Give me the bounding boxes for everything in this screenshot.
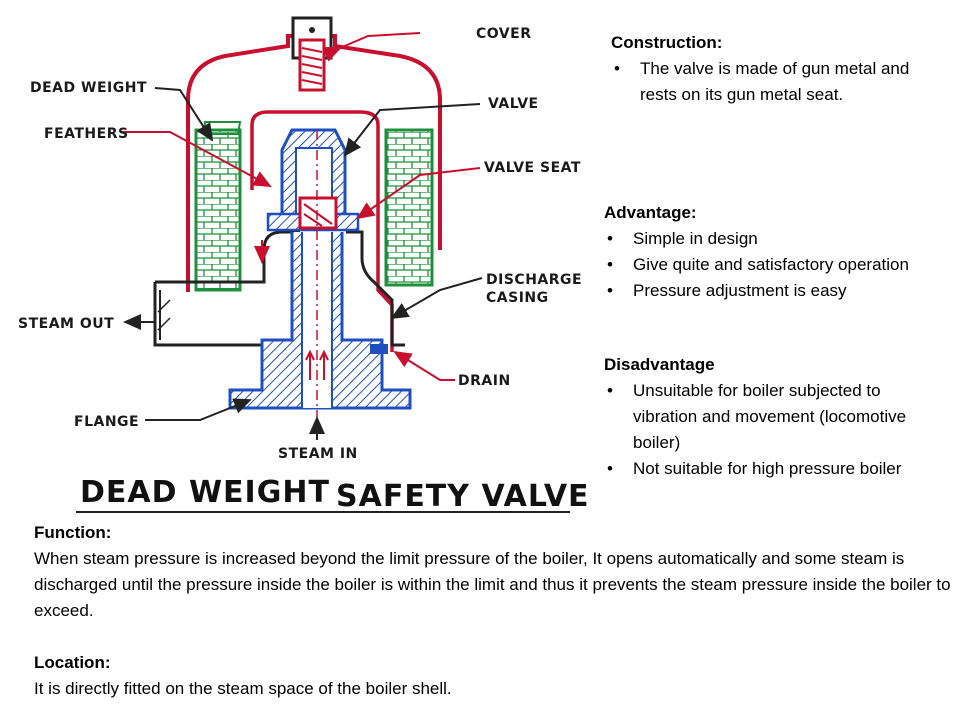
label-discharge: DISCHARGE: [486, 272, 582, 288]
label-steam-out: STEAM OUT: [18, 316, 114, 332]
function-text: When steam pressure is increased beyond …: [34, 549, 951, 620]
label-valve: VALVE: [488, 96, 539, 112]
disadvantage-bullet: Not suitable for high pressure boiler: [604, 456, 934, 482]
spindle-screw: [291, 16, 333, 92]
diagram-title-part2: SAFETY VALVE: [336, 479, 590, 514]
label-valve-seat: VALVE SEAT: [484, 160, 581, 176]
label-cover: COVER: [476, 26, 531, 42]
label-casing: CASING: [486, 290, 549, 306]
location-section: Location: It is directly fitted on the s…: [34, 650, 954, 702]
label-flange: FLANGE: [74, 414, 139, 430]
function-section: Function: When steam pressure is increas…: [34, 520, 954, 624]
label-drain: DRAIN: [458, 373, 511, 389]
construction-bullet: The valve is made of gun metal and rests…: [611, 56, 911, 108]
construction-heading: Construction:: [611, 33, 723, 52]
advantage-heading: Advantage:: [604, 203, 697, 222]
disadvantage-section: Disadvantage Unsuitable for boiler subje…: [604, 352, 934, 482]
dead-weight-safety-valve-diagram: COVER DEAD WEIGHT VALVE FEATHERS VALVE S…: [18, 16, 590, 514]
inner-casing: [250, 110, 394, 352]
location-heading: Location:: [34, 653, 111, 672]
advantage-bullet: Give quite and satisfactory operation: [604, 252, 924, 278]
disadvantage-heading: Disadvantage: [604, 355, 715, 374]
label-steam-in: STEAM IN: [278, 446, 358, 462]
location-text: It is directly fitted on the steam space…: [34, 679, 452, 698]
dead-weight-block-left: [194, 128, 242, 292]
advantage-section: Advantage: Simple in design Give quite a…: [604, 200, 924, 304]
diagram-title-part1: DEAD WEIGHT: [80, 475, 330, 510]
label-feathers: FEATHERS: [44, 126, 129, 142]
function-heading: Function:: [34, 523, 112, 542]
advantage-bullet: Pressure adjustment is easy: [604, 278, 924, 304]
label-dead-weight: DEAD WEIGHT: [30, 80, 147, 96]
disadvantage-bullet: Unsuitable for boiler subjected to vibra…: [604, 378, 934, 456]
construction-section: Construction: The valve is made of gun m…: [611, 30, 911, 108]
discharge-casing: [155, 230, 405, 347]
advantage-bullet: Simple in design: [604, 226, 924, 252]
dead-weight-block-right: [384, 128, 434, 287]
